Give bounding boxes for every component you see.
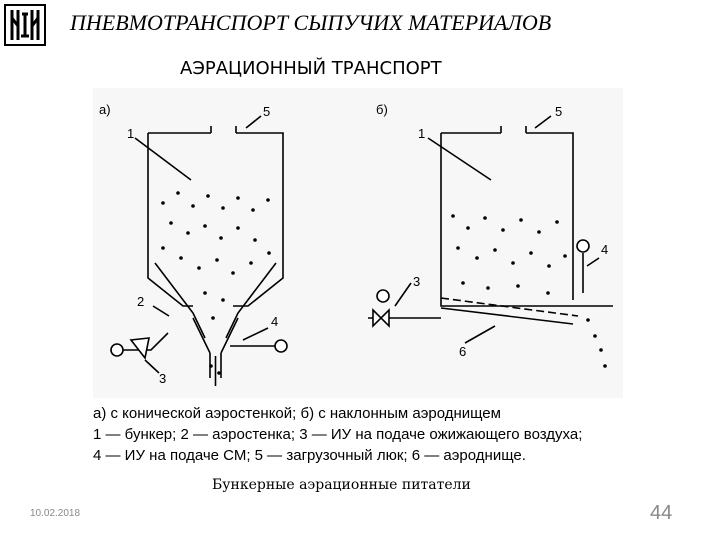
leader-a-2 [152,305,170,317]
panel-b-num-6: 6 [459,344,466,359]
panel-a-num-3: 3 [159,371,166,386]
logo-icon [4,4,46,46]
caption-line-2: 1 — бункер; 2 — аэростенка; 3 — ИУ на по… [93,426,583,443]
slide-title: ПНЕВМОТРАНСПОРТ СЫПУЧИХ МАТЕРИАЛОВ [70,10,552,35]
figure-caption: а) с конической аэростенкой; б) с наклон… [93,403,693,466]
bunker-b-left-wall [440,133,613,307]
valve-a-body-icon [129,337,150,360]
panel-a-num-1: 1 [127,126,134,141]
panel-b-label: б) [376,102,388,117]
leader-a-5 [245,115,262,129]
panel-a-label: а) [99,102,111,117]
valve-b-body-icon [372,308,390,328]
caption-line-1: а) с конической аэростенкой; б) с наклон… [93,405,501,422]
panel-a-num-2: 2 [137,294,144,309]
leader-a-3 [144,359,160,374]
aero-bottom-b-lower [440,307,574,325]
hatch-a [210,126,237,133]
aero-wall-a-inner [192,317,239,354]
leader-a-1 [134,137,192,181]
valve-b-4-icon [576,239,590,253]
slide-date: 10.02.2018 [30,508,81,519]
panel-b-num-1: 1 [418,126,425,141]
panel-b-num-5: 5 [555,104,562,119]
leader-b-5 [534,115,552,129]
diagram-svg: а) 1 5 2 4 3 б) 1 5 3 4 6 [99,102,613,386]
bunker-b-right-wall [526,132,574,300]
panel-b-num-4: 4 [601,242,608,257]
panel-a-num-5: 5 [263,104,270,119]
caption-line-3: 4 — ИУ на подаче СМ; 5 — загрузочный люк… [93,447,526,464]
bunker-a-right-wall [233,132,284,307]
panel-a-num-4: 4 [271,314,278,329]
leader-b-4 [586,257,600,267]
leader-a-4 [242,327,269,341]
leader-b-3 [394,282,412,307]
valve-b-3-icon [376,289,390,303]
aero-bottom-b [440,297,579,317]
hatch-b [500,126,527,133]
slide-subtitle: АЭРАЦИОННЫЙ ТРАНСПОРТ [180,58,442,79]
leader-b-1 [427,137,492,181]
bottom-caption: Бункерные аэрационные питатели [212,477,471,493]
valve-a-3-icon [110,343,124,357]
valve-a-4-icon [274,339,288,353]
leader-b-6 [464,325,496,344]
panel-b-num-3: 3 [413,274,420,289]
feeder-diagram: а) 1 5 2 4 3 б) 1 5 3 4 6 [93,88,623,398]
aero-wall-a [154,262,277,339]
page-number: 44 [650,502,673,524]
bunker-a-left-wall [147,133,193,307]
air-line-a [123,332,169,351]
